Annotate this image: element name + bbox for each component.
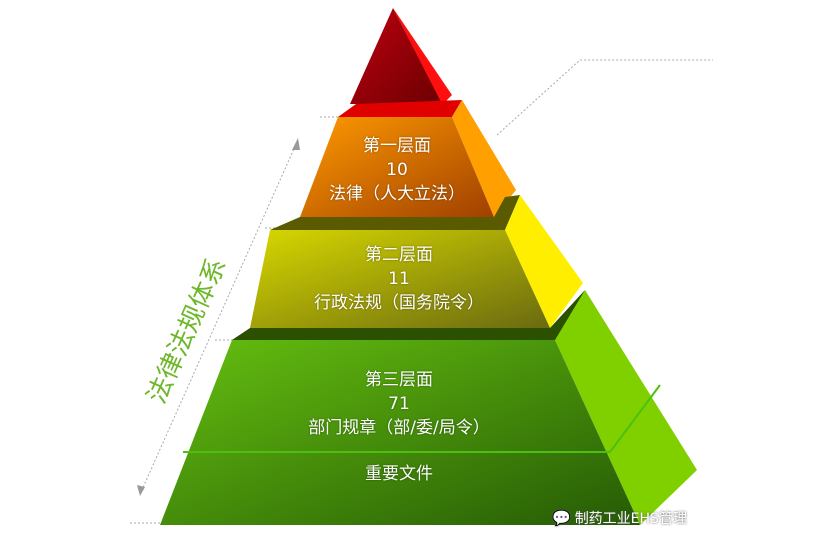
wechat-icon: 💬 <box>552 509 571 527</box>
tier2-band <box>232 290 585 340</box>
tier1-desc: 法律（人大立法） <box>329 184 465 204</box>
tier2-level: 第二层面 <box>365 245 433 265</box>
tier1-level: 第一层面 <box>363 136 431 156</box>
tier1-label: 第一层面 10 法律（人大立法） <box>329 134 465 206</box>
tier1-front <box>300 117 494 217</box>
apex-band <box>338 100 462 117</box>
tier1-right <box>452 100 516 217</box>
tier4-label: 重要文件 <box>365 464 433 484</box>
tier3-level: 第三层面 <box>365 370 433 390</box>
arrow-down-icon <box>137 485 145 496</box>
tier2-front <box>250 230 550 328</box>
tier1-count: 10 <box>386 160 408 180</box>
tier2-right <box>505 195 583 328</box>
tier2-label: 第二层面 11 行政法规（国务院令） <box>314 243 484 315</box>
tier2-count: 11 <box>388 269 410 289</box>
arrow-up-icon <box>292 138 300 150</box>
tier3-desc: 部门规章（部/委/局令） <box>308 418 490 438</box>
watermark: 💬 制药工业EHS管理 <box>552 508 687 528</box>
tier3-count: 71 <box>388 394 410 414</box>
apex-front <box>350 8 442 104</box>
tier1-band <box>270 195 520 230</box>
tier2-desc: 行政法规（国务院令） <box>314 293 484 313</box>
apex-right <box>393 8 452 105</box>
tier3-front <box>160 340 640 525</box>
tier3-right <box>555 290 697 525</box>
watermark-text: 制药工业EHS管理 <box>574 511 687 527</box>
tier3-label: 第三层面 71 部门规章（部/委/局令） <box>308 368 489 440</box>
